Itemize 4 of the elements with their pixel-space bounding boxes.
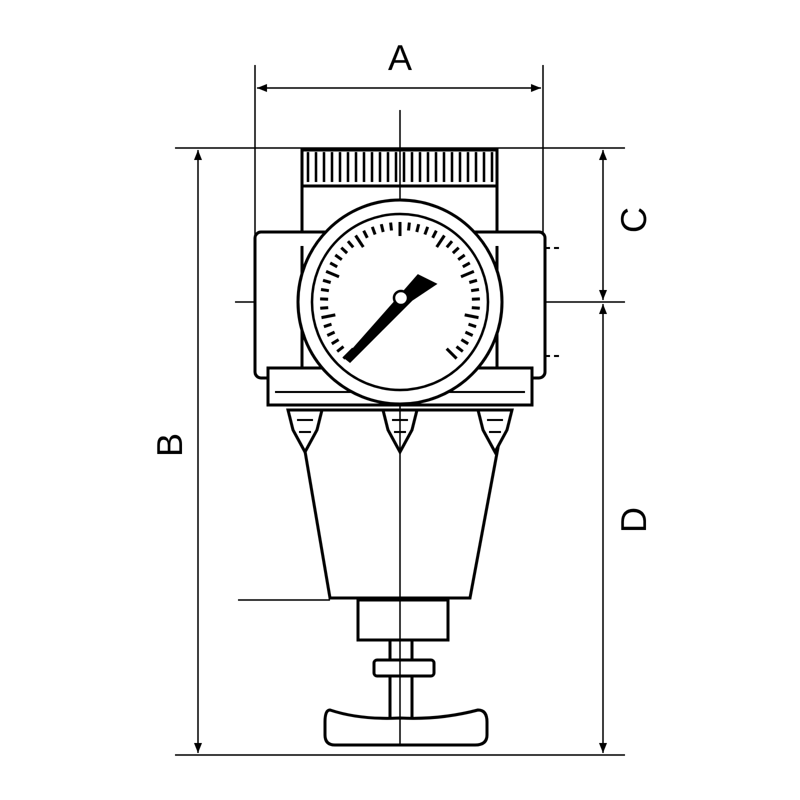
dimension-label: B — [152, 433, 188, 457]
dimension-label: A — [388, 40, 412, 76]
dimension-label: D — [616, 507, 652, 533]
dimension-label: C — [616, 207, 652, 233]
